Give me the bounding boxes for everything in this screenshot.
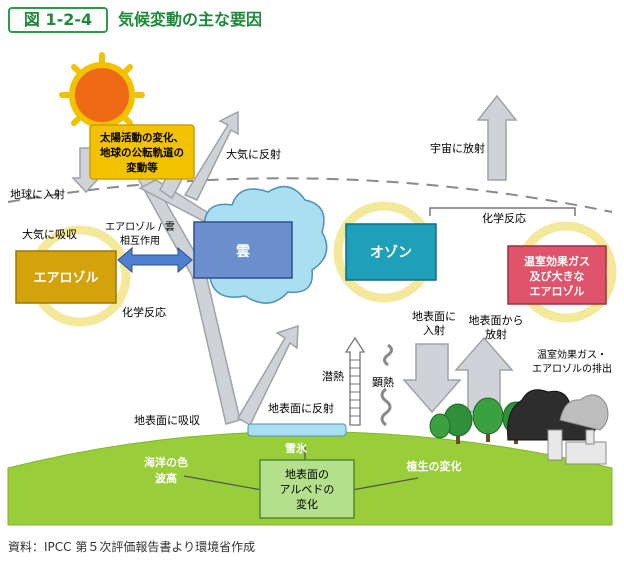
ozone-label: オゾン: [370, 244, 412, 261]
surface-emission-line1: 地表面から: [469, 313, 524, 327]
surface-incident-arrow: [402, 343, 462, 414]
chem-reaction-left-label: 化学反応: [122, 305, 166, 319]
vegetation-label: 植生の変化: [406, 459, 462, 473]
ghg-box-line2: 及び大きな: [530, 269, 585, 283]
light-smoke: [559, 394, 609, 431]
snow-ice-patch: [247, 423, 347, 437]
aerosol-cloud-line1: エアロゾル / 雲: [105, 221, 175, 233]
albedo-line1: 地表面の: [285, 467, 329, 481]
cloud-label: 雲: [236, 243, 250, 260]
latent-heat-label: 潜熱: [322, 369, 344, 383]
sun-box-line2: 地球の公転軌道の: [100, 146, 184, 159]
sun-box-line1: 太陽活動の変化、: [99, 131, 184, 144]
reflect-atmosphere-arrow: [183, 110, 239, 201]
sensible-heat-wave-2: [383, 343, 393, 367]
surface-reflect-arrow: [236, 324, 299, 427]
latent-heat-arrow: [344, 336, 366, 426]
snow-ice-label: 雪氷: [285, 441, 308, 455]
ozone-box: [345, 223, 437, 281]
ghg-box-line1: 温室効果ガス: [524, 254, 590, 268]
chem-reaction-connector: [429, 207, 576, 216]
ghg-box-line3: エアロゾル: [530, 284, 585, 298]
cloud-box: [193, 221, 293, 279]
albedo-connector-right: [351, 477, 419, 491]
sun-box-line3: 変動等: [126, 161, 158, 174]
earth-incident-label: 地球に入射: [10, 187, 65, 201]
ghg-box: [507, 245, 607, 305]
surface-emission-line2: 放射: [485, 327, 507, 341]
albedo-line3: 変化: [296, 497, 318, 511]
surface-incident-line2: 入射: [423, 323, 445, 337]
latent-heat-stripes: [350, 359, 360, 417]
surface-absorb-label: 地表面に吸収: [134, 413, 200, 427]
ocean-color-line1: 海洋の色: [144, 455, 188, 469]
aerosol-label: エアロゾル: [33, 270, 98, 286]
space-emission-label: 宇宙に放射: [430, 141, 485, 155]
sun-icon: [59, 52, 145, 138]
sensible-heat-wave: [380, 387, 392, 427]
surface-incident-line1: 地表面に: [412, 309, 456, 323]
reflect-atmos-label: 大気に反射: [226, 147, 281, 161]
ghg-emission-line2: エアロゾルの排出: [532, 362, 612, 375]
figure-number-badge: 図 1-2-4: [8, 7, 108, 33]
albedo-box: [259, 459, 355, 519]
ghg-emission-line1: 温室効果ガス・: [537, 348, 607, 361]
sensible-heat-label: 顕熱: [372, 376, 394, 389]
figure-title: 気候変動の主な要因: [118, 10, 263, 29]
chem-reaction-top-label: 化学反応: [482, 211, 526, 225]
space-emission-arrow: [476, 94, 518, 181]
sun-activity-box: [89, 124, 195, 180]
surface-reflect-label: 地表面に反射: [268, 401, 334, 415]
aerosol-cloud-double-arrow: [117, 246, 193, 274]
ocean-color-line2: 波高: [155, 471, 177, 485]
albedo-connector-left: [183, 475, 263, 491]
atmos-absorb-label: 大気に吸収: [22, 227, 77, 241]
factory-icon: [547, 429, 607, 465]
aerosol-cloud-line2: 相互作用: [120, 234, 160, 247]
aerosol-box: [15, 250, 117, 304]
atmosphere-boundary: [7, 177, 613, 213]
albedo-line2: アルベドの: [280, 483, 335, 496]
source-note: 資料：IPCC 第５次評価報告書より環境省作成: [8, 540, 256, 554]
